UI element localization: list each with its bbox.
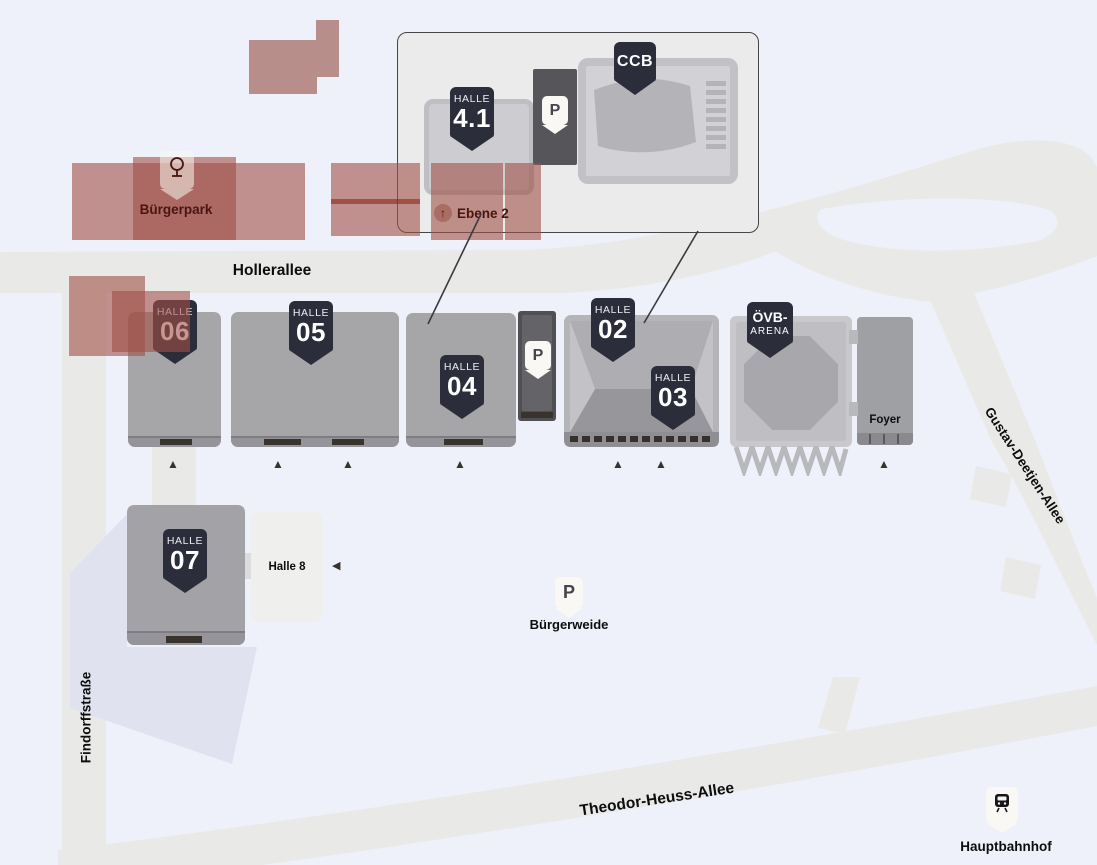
badge-number: 04 (447, 371, 477, 401)
entrance-arrow-icon: ▲ (612, 457, 624, 471)
ccb-interior (594, 78, 726, 153)
badge-number: 4.1 (453, 103, 491, 133)
entrance-arrow-icon: ▲ (454, 457, 466, 471)
buergerweide-parking-pin[interactable]: P (555, 577, 583, 618)
door-icon (264, 439, 301, 445)
badge-oevb-arena[interactable]: ÖVB- ARENA (747, 302, 793, 358)
building-halle-02-03[interactable] (564, 315, 719, 447)
street-hollerallee-interchange (0, 140, 1097, 645)
badge-arena-line2: ARENA (750, 326, 790, 337)
red-overlay-area (431, 163, 503, 240)
door-icon (521, 412, 553, 418)
foyer-column (869, 434, 871, 444)
door-icon (332, 439, 364, 445)
arena-foyer-connector (849, 402, 858, 416)
ebene2-label: Ebene 2 (457, 206, 509, 221)
badge-number: 02 (598, 314, 628, 344)
entrance-arrow-icon: ▲ (167, 457, 179, 471)
train-icon (995, 794, 1009, 813)
arena-foyer-connector (849, 330, 858, 344)
inset-parking-pin[interactable]: P (542, 96, 568, 134)
street-stub-2 (970, 466, 1012, 507)
street-stub-1 (818, 677, 860, 734)
buergerpark-label: Bürgerpark (139, 202, 213, 217)
red-divider-line (331, 199, 420, 204)
badge-ccb[interactable]: CCB (614, 42, 656, 95)
red-building-block (316, 20, 339, 77)
red-overlay-area (112, 291, 190, 352)
parking-garage-pin[interactable]: P (525, 341, 551, 379)
buergerweide-label: Bürgerweide (529, 617, 609, 632)
badge-halle-41[interactable]: HALLE 4.1 (450, 87, 494, 152)
hall-base (231, 436, 399, 447)
badge-kicker: HALLE (292, 307, 330, 319)
foyer-base (857, 433, 913, 445)
door-icon (160, 439, 192, 445)
badge-halle-02[interactable]: HALLE 02 (591, 298, 635, 363)
badge-kicker: HALLE (453, 93, 491, 105)
footpath-strip (152, 440, 196, 508)
entrance-arrow-icon: ▲ (655, 457, 667, 471)
tree-icon (170, 157, 184, 177)
red-overlay-area (505, 163, 541, 240)
foyer-column (883, 434, 885, 444)
red-building-block (249, 40, 317, 94)
arrow-up-icon: ↑ (434, 204, 452, 222)
findorffstrasse-label: Findorffstraße (78, 671, 94, 764)
arena-zigzag-icon (733, 446, 849, 476)
badge-halle-05[interactable]: HALLE 05 (289, 301, 333, 366)
entrance-arrow-icon: ▲ (342, 457, 354, 471)
street-theodor-heuss-allee (58, 686, 1097, 865)
badge-arena-line1: ÖVB- (752, 309, 788, 325)
badge-number: 03 (658, 382, 688, 412)
badge-kicker: HALLE (166, 535, 204, 547)
entrance-arrow-icon: ▲ (272, 457, 284, 471)
badge-halle-04[interactable]: HALLE 04 (440, 355, 484, 420)
street-stub-3 (1000, 557, 1041, 599)
foyer-column (897, 434, 899, 444)
door-icon (166, 636, 202, 643)
left-arrow-icon: ◀ (332, 560, 341, 572)
building-halle-8[interactable] (251, 512, 323, 622)
halle8-label: Halle 8 (268, 561, 306, 573)
halle07-halle8-connector (245, 553, 252, 579)
foyer-label: Foyer (869, 414, 901, 426)
tree-pin (160, 151, 194, 200)
hauptbahnhof-label: Hauptbahnhof (960, 839, 1052, 854)
badge-halle-07[interactable]: HALLE 07 (163, 529, 207, 594)
badge-number: 05 (296, 317, 326, 347)
badge-halle-03[interactable]: HALLE 03 (651, 366, 695, 431)
badge-kicker: HALLE (443, 361, 481, 373)
entrance-arrow-icon: ▲ (878, 457, 890, 471)
hauptbahnhof-pin[interactable] (986, 787, 1018, 833)
badge-number: 07 (170, 545, 200, 575)
hall07-shadow (70, 514, 257, 764)
door-icon (444, 439, 483, 445)
hollerallee-label: Hollerallee (232, 262, 312, 279)
building-foyer[interactable] (857, 317, 913, 445)
badge-kicker: HALLE (654, 372, 692, 384)
badge-kicker: HALLE (594, 304, 632, 316)
